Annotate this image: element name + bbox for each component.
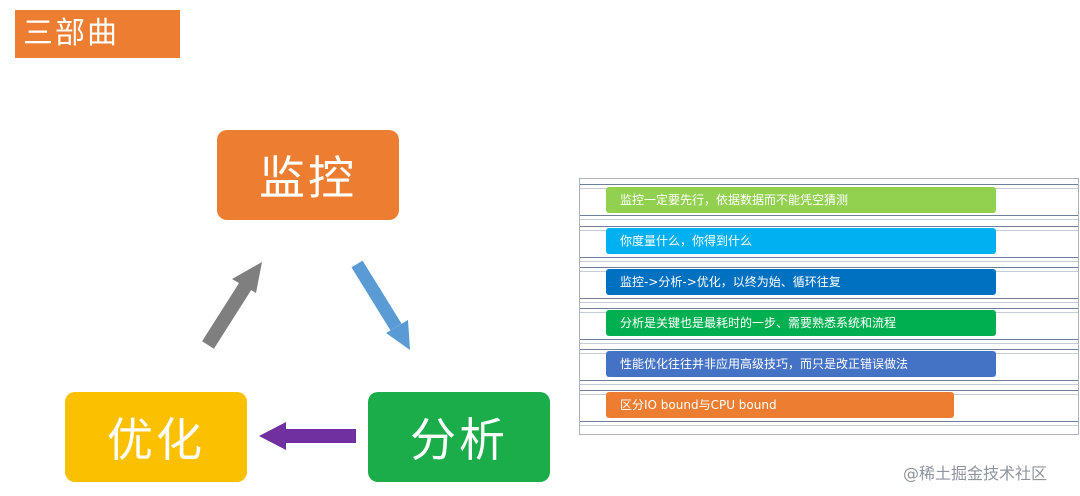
watermark: @稀土掘金技术社区	[903, 464, 1048, 483]
note-bar-1: 监控一定要先行，依据数据而不能凭空猜测	[606, 187, 996, 213]
arrow-optimize-to-monitor	[202, 262, 262, 349]
analyze-node: 分析	[368, 392, 550, 482]
note-bar-5: 性能优化往往并非应用高级技巧，而只是改正错误做法	[606, 351, 996, 377]
note-bar-2: 你度量什么，你得到什么	[606, 228, 996, 254]
monitor-node: 监控	[217, 130, 399, 220]
note-bar-6: 区分IO bound与CPU bound	[606, 392, 954, 418]
arrow-monitor-to-analyze	[351, 260, 410, 350]
optimize-node: 优化	[65, 392, 247, 482]
arrow-analyze-to-optimize	[259, 422, 356, 450]
note-bar-3: 监控->分析->优化，以终为始、循环往复	[606, 269, 996, 295]
section-title: 三部曲	[15, 10, 180, 58]
notes-panel: 监控一定要先行，依据数据而不能凭空猜测 你度量什么，你得到什么 监控->分析->…	[579, 178, 1079, 435]
note-bar-4: 分析是关键也是最耗时的一步、需要熟悉系统和流程	[606, 310, 996, 336]
